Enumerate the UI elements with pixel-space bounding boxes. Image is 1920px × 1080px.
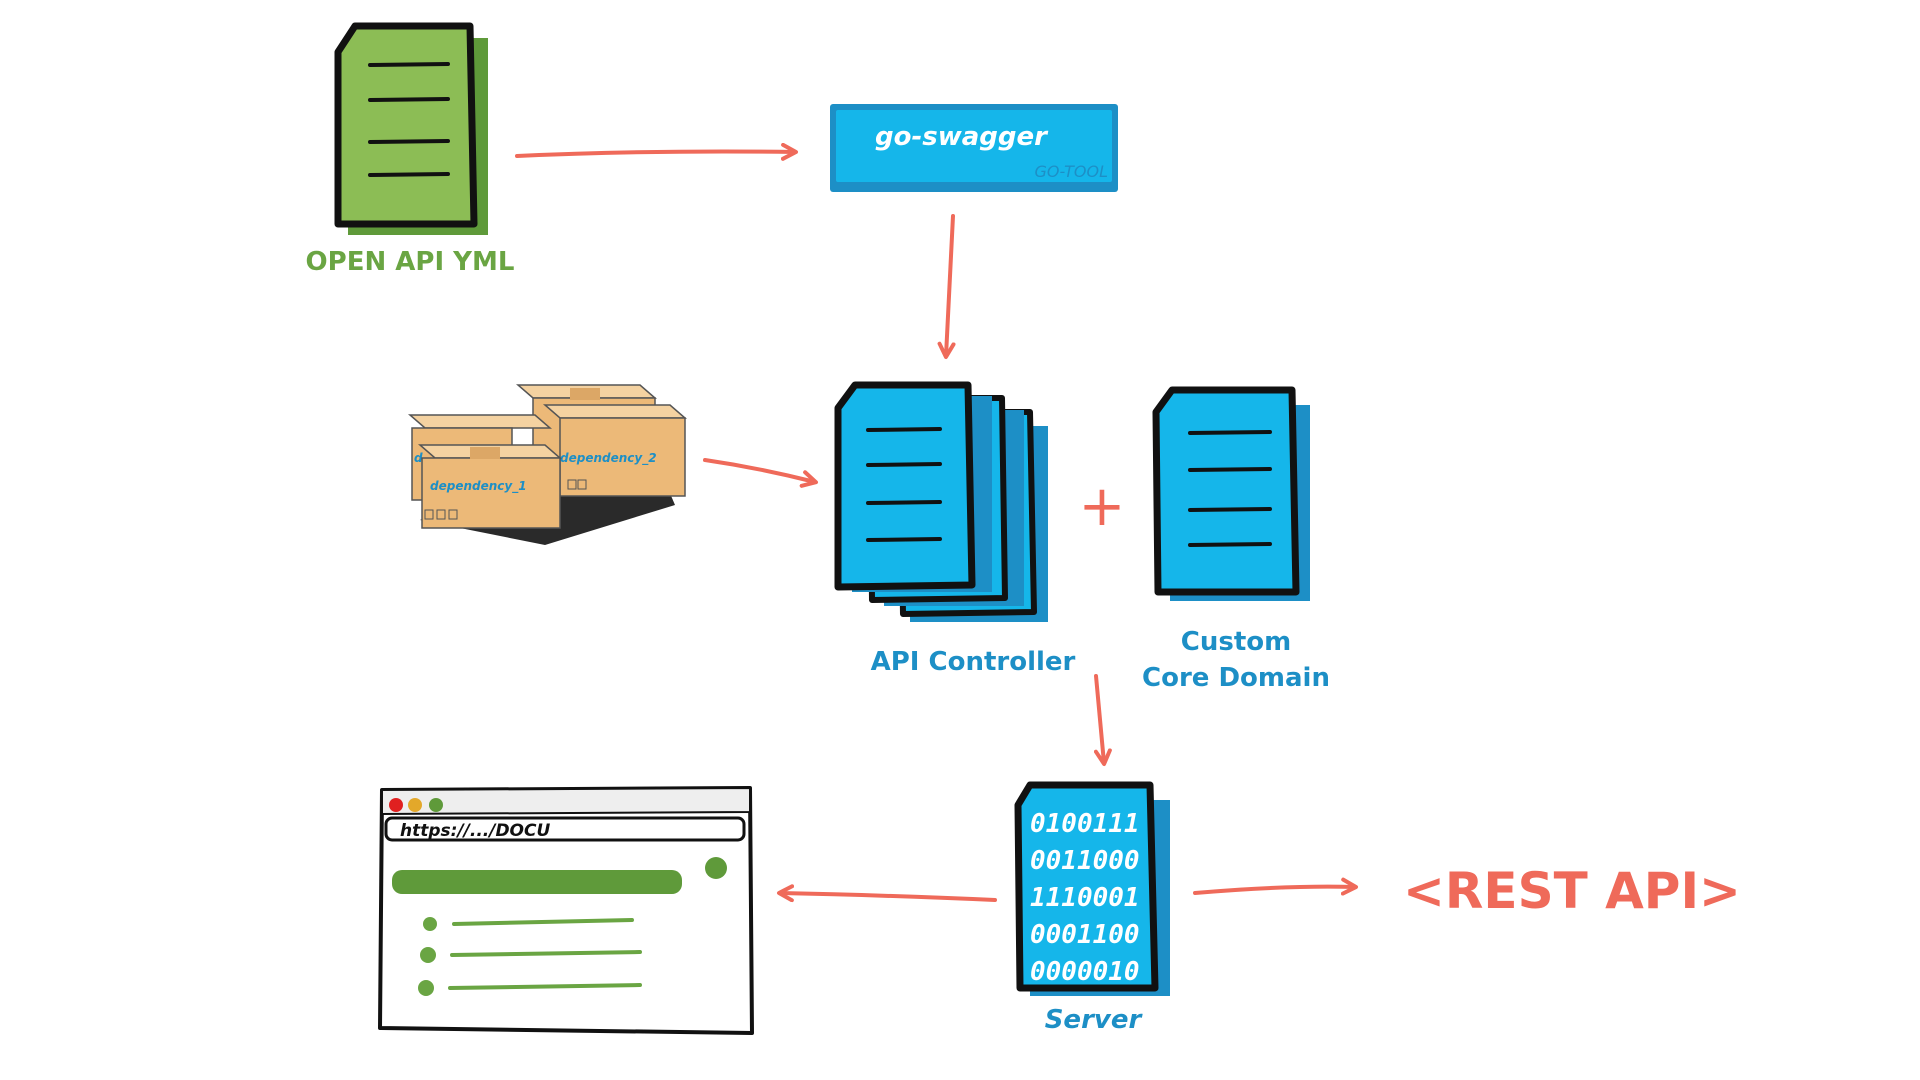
rest-api-label: <REST API> — [1403, 862, 1741, 920]
server-document — [1014, 781, 1170, 996]
list-bullet — [420, 947, 436, 963]
list-line — [448, 983, 642, 990]
dependency-box-1: dependency_1 — [417, 444, 563, 529]
arrow-goswagger-to-controller — [937, 214, 956, 359]
binary-line: 1110001 — [1030, 883, 1140, 913]
dependency-3-label: d — [414, 451, 423, 465]
core-domain-label-line1: Custom — [1181, 627, 1291, 657]
browser-window: https://.../DOCU — [378, 786, 754, 1035]
dependency-2-label: dependency_2 — [560, 451, 657, 466]
openapi-document — [334, 22, 488, 235]
arrow-deps-to-controller — [703, 458, 818, 488]
content-header-bar — [392, 870, 682, 894]
binary-line: 0100111 — [1030, 809, 1140, 839]
goswagger-subtitle: GO-TOOL — [1035, 162, 1108, 181]
api-controller-label: API Controller — [871, 647, 1076, 677]
openapi-label: OPEN API YML — [306, 247, 515, 277]
browser-url: https://.../DOCU — [400, 821, 550, 841]
dependency-1-label: dependency_1 — [430, 479, 527, 494]
minimize-dot — [408, 798, 422, 812]
core-domain-document — [1152, 386, 1310, 601]
server-label: Server — [1045, 1005, 1144, 1035]
list-line — [450, 950, 642, 957]
list-bullet — [418, 980, 434, 996]
arrow-controller-to-server — [1093, 674, 1112, 766]
content-avatar-dot — [705, 857, 727, 879]
binary-line: 0011000 — [1030, 846, 1140, 876]
maximize-dot — [429, 798, 443, 812]
goswagger-box: go-swagger GO-TOOL — [830, 104, 1118, 192]
plus-sign: + — [1079, 474, 1126, 539]
close-dot — [389, 798, 403, 812]
core-domain-label-line2: Core Domain — [1142, 663, 1330, 693]
dependency-box-2: dependency_2 — [542, 404, 688, 497]
binary-line: 0001100 — [1030, 920, 1140, 950]
arrow-server-to-rest — [1193, 877, 1358, 896]
list-line — [452, 918, 634, 926]
arrow-server-to-browser — [777, 884, 997, 903]
arrow-yml-to-goswagger — [515, 142, 798, 161]
goswagger-title: go-swagger — [875, 122, 1049, 152]
api-controller-stack — [834, 381, 1048, 622]
list-bullet — [423, 917, 437, 931]
address-bar — [384, 816, 746, 842]
binary-line: 0000010 — [1030, 957, 1140, 987]
server-binary: 0100111 0011000 1110001 0001100 0000010 — [1030, 809, 1140, 987]
dependency-boxes: dependency_2 d dependency_1 — [407, 384, 688, 545]
